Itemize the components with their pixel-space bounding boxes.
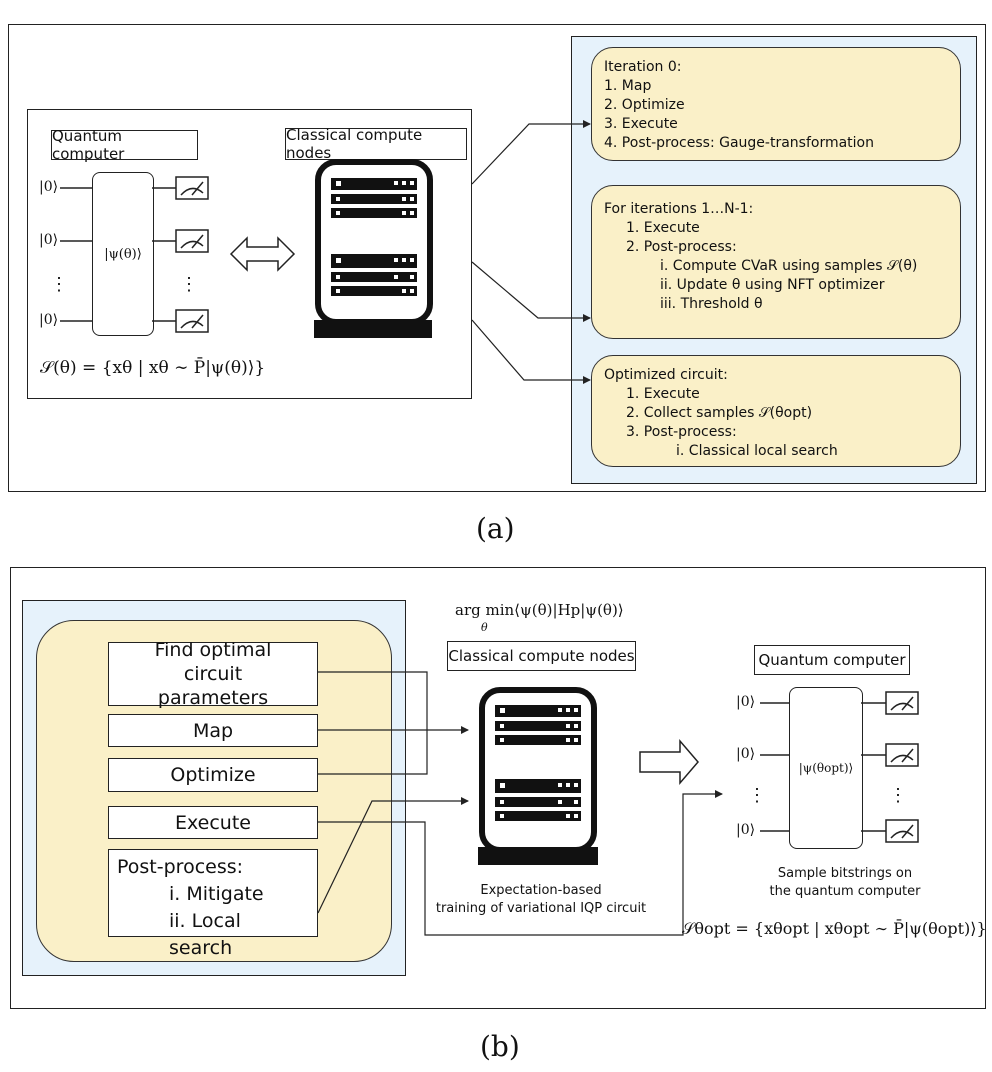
- circuit-box: |ψ(θ)⟩: [92, 172, 154, 336]
- iteration-0-step-optimize: 2. Optimize: [604, 97, 685, 113]
- postprocess-box: Post-process: i. Mitigate ii. Local sear…: [108, 849, 318, 959]
- optimize-box: Optimize: [108, 758, 318, 792]
- quantum-caption-line1: Sample bitstrings on: [777, 866, 913, 881]
- qubit-ket-b-1: |0⟩: [736, 694, 756, 710]
- argmin-subscript: θ: [481, 621, 488, 634]
- panel-b-sublabel: (b): [480, 1030, 520, 1063]
- iterations-step-execute: 1. Execute: [626, 220, 700, 236]
- measure-icon: [175, 176, 209, 333]
- qubit-ket-3: |0⟩: [39, 312, 59, 328]
- iterations-box: For iterations 1…N-1: 1. Execute 2. Post…: [591, 185, 961, 339]
- output-vdots: ⋮: [180, 274, 198, 295]
- iterations-substep-cvar: i. Compute CVaR using samples 𝒮(θ): [660, 258, 918, 274]
- iterations-substep-nft: ii. Update θ using NFT optimizer: [660, 277, 885, 293]
- iteration-0-step-execute: 3. Execute: [604, 116, 678, 132]
- psi-state-label: |ψ(θ)⟩: [104, 246, 142, 262]
- quantum-caption-line2: the quantum computer: [769, 884, 921, 899]
- quantum-caption: Sample bitstrings on the quantum compute…: [745, 865, 945, 901]
- optimized-circuit-box: Optimized circuit: 1. Execute 2. Collect…: [591, 355, 961, 467]
- quantum-computer-label: Quantum computer: [51, 127, 198, 163]
- optimized-step-execute: 1. Execute: [626, 386, 700, 402]
- server-icon-b: [478, 687, 598, 865]
- server-caption-line1: Expectation-based: [480, 883, 602, 898]
- connector-lines-b: [317, 671, 723, 936]
- qubit-ket-b-3: |0⟩: [736, 822, 756, 838]
- iterations-substep-threshold: iii. Threshold θ: [660, 296, 763, 312]
- circuit-box-b: |ψ(θopt)⟩: [789, 687, 863, 849]
- optimized-step-collect: 2. Collect samples 𝒮(θopt): [626, 405, 813, 421]
- postprocess-title: Post-process:: [117, 856, 244, 878]
- psi-opt-state-label: |ψ(θopt)⟩: [798, 761, 854, 775]
- server-caption-line2: training of variational IQP circuit: [435, 901, 647, 916]
- output-vdots-b: ⋮: [889, 785, 907, 806]
- optimized-substep-local-search: i. Classical local search: [676, 443, 838, 459]
- measure-icon-b: [885, 691, 919, 843]
- iterations-step-postprocess: 2. Post-process:: [626, 239, 737, 255]
- qubit-ket-1: |0⟩: [39, 179, 59, 195]
- argmin-expression: arg min⟨ψ(θ)|Hp|ψ(θ)⟩: [455, 601, 624, 619]
- qubit-ket-2: |0⟩: [39, 232, 59, 248]
- qubit-wires-a: [60, 187, 176, 322]
- server-icon: [314, 159, 433, 338]
- postprocess-local-search: ii. Local search: [169, 910, 241, 959]
- quantum-computer-label-b: Quantum computer: [754, 645, 910, 675]
- iteration-0-step-postprocess: 4. Post-process: Gauge-transformation: [604, 135, 874, 151]
- right-arrow-icon: [639, 738, 699, 786]
- qubit-ket-b-2: |0⟩: [736, 746, 756, 762]
- sample-equation-a: 𝒮(θ) = {xθ | xθ ∼ P̄|ψ(θ)⟩}: [40, 358, 266, 378]
- map-box: Map: [108, 714, 318, 747]
- iteration-0-box: Iteration 0: 1. Map 2. Optimize 3. Execu…: [591, 47, 961, 161]
- argmin-text: arg min⟨ψ(θ)|Hp|ψ(θ)⟩: [455, 601, 624, 619]
- postprocess-mitigate: i. Mitigate: [169, 883, 264, 905]
- execute-box: Execute: [108, 806, 318, 839]
- find-params-box: Find optimal circuit parameters: [108, 639, 318, 709]
- iteration-0-title: Iteration 0:: [604, 59, 682, 75]
- optimized-step-postprocess: 3. Post-process:: [626, 424, 737, 440]
- qubit-vdots-b: ⋮: [748, 785, 766, 806]
- iterations-title: For iterations 1…N-1:: [604, 201, 754, 217]
- server-caption: Expectation-based training of variationa…: [430, 882, 652, 918]
- qubit-wires-b: [760, 702, 886, 832]
- connector-lines-a: [471, 120, 591, 384]
- classical-nodes-label-b: Classical compute nodes: [447, 641, 636, 671]
- iteration-0-step-map: 1. Map: [604, 78, 652, 94]
- panel-a-sublabel: (a): [476, 512, 515, 545]
- sample-equation-b: 𝒮θopt = {xθopt | xθopt ∼ P̄|ψ(θopt)⟩}: [682, 919, 987, 938]
- qubit-vdots: ⋮: [50, 274, 68, 295]
- double-arrow-icon: [229, 236, 296, 272]
- optimized-title: Optimized circuit:: [604, 367, 728, 383]
